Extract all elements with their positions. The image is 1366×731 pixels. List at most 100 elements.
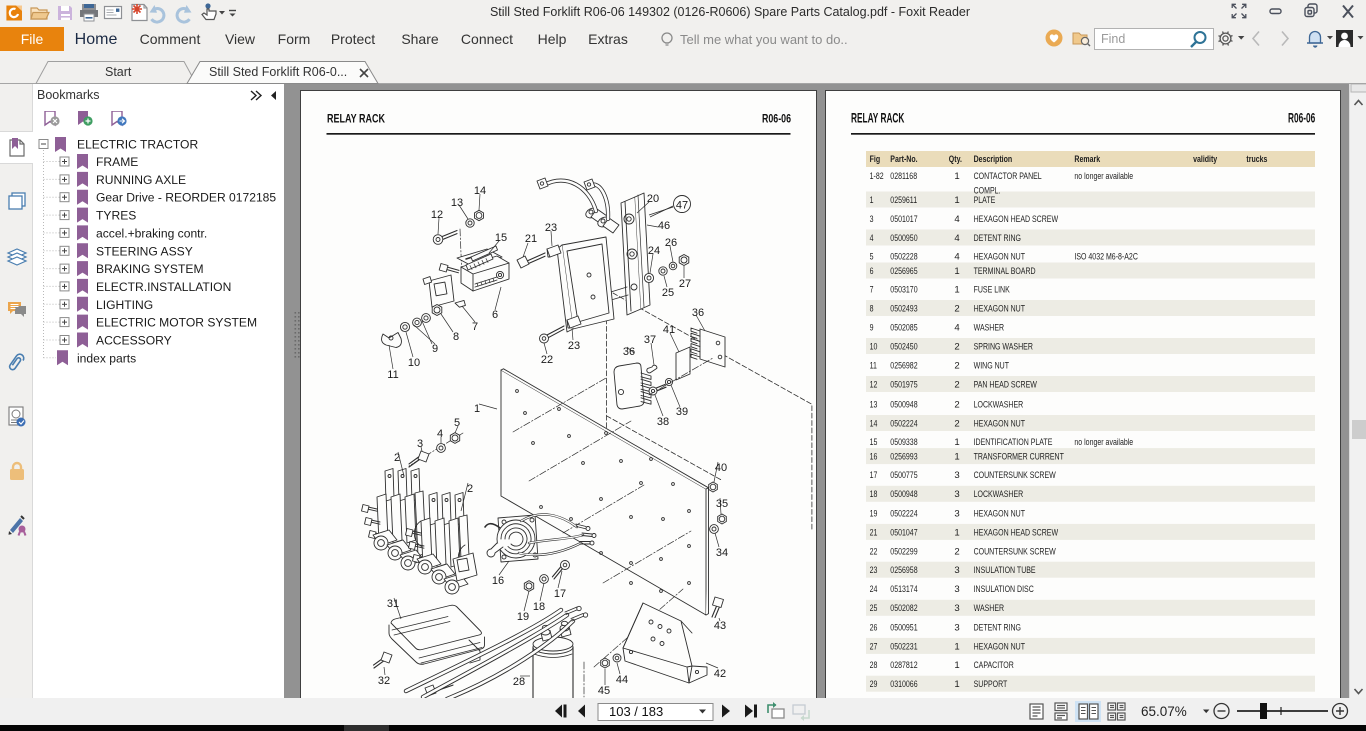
- svg-text:2: 2: [954, 360, 959, 371]
- svg-text:31: 31: [387, 598, 399, 610]
- svg-text:13: 13: [870, 399, 878, 410]
- svg-text:4: 4: [954, 251, 960, 262]
- svg-text:24: 24: [648, 245, 660, 257]
- svg-text:3: 3: [870, 214, 874, 225]
- svg-text:3: 3: [954, 508, 959, 519]
- svg-text:0500948: 0500948: [890, 399, 917, 410]
- svg-text:HEXAGON HEAD SCREW: HEXAGON HEAD SCREW: [974, 214, 1059, 225]
- svg-text:SPRING WASHER: SPRING WASHER: [974, 341, 1033, 352]
- svg-text:15: 15: [495, 232, 507, 244]
- svg-text:22: 22: [870, 546, 878, 557]
- svg-text:24: 24: [870, 584, 878, 595]
- svg-text:LOCKWASHER: LOCKWASHER: [974, 399, 1024, 410]
- svg-text:37: 37: [644, 334, 656, 346]
- svg-text:6: 6: [492, 309, 498, 321]
- svg-text:COUNTERSUNK SCREW: COUNTERSUNK SCREW: [974, 546, 1057, 557]
- svg-text:4: 4: [437, 428, 443, 440]
- svg-text:FRAME: FRAME: [96, 155, 138, 169]
- svg-text:8: 8: [870, 303, 874, 314]
- svg-text:2: 2: [954, 418, 959, 429]
- svg-text:0502082: 0502082: [890, 603, 917, 614]
- svg-text:15: 15: [870, 437, 878, 448]
- svg-text:20: 20: [647, 193, 659, 205]
- svg-text:23: 23: [545, 222, 557, 234]
- svg-text:0256993: 0256993: [890, 452, 917, 463]
- svg-text:PLATE: PLATE: [974, 195, 996, 206]
- svg-text:Description: Description: [974, 154, 1013, 165]
- svg-text:2: 2: [954, 303, 959, 314]
- svg-text:2: 2: [954, 379, 959, 390]
- svg-text:ELECTRIC TRACTOR: ELECTRIC TRACTOR: [77, 138, 198, 152]
- svg-text:CAPACITOR: CAPACITOR: [974, 660, 1014, 671]
- svg-text:10: 10: [870, 341, 878, 352]
- svg-text:HEXAGON NUT: HEXAGON NUT: [974, 641, 1025, 652]
- svg-text:0500775: 0500775: [890, 470, 917, 481]
- svg-text:IDENTIFICATION PLATE: IDENTIFICATION PLATE: [974, 437, 1053, 448]
- svg-text:0502085: 0502085: [890, 322, 917, 333]
- svg-text:3: 3: [954, 565, 959, 576]
- svg-text:43: 43: [714, 620, 726, 632]
- svg-text:R06-06: R06-06: [1288, 110, 1315, 126]
- svg-text:13: 13: [451, 197, 463, 209]
- svg-text:FUSE LINK: FUSE LINK: [974, 284, 1011, 295]
- svg-text:INSULATION TUBE: INSULATION TUBE: [974, 565, 1036, 576]
- svg-text:1: 1: [474, 403, 480, 415]
- svg-text:7: 7: [870, 284, 874, 295]
- svg-text:25: 25: [870, 603, 878, 614]
- svg-text:0256982: 0256982: [890, 360, 917, 371]
- svg-text:1: 1: [954, 452, 959, 463]
- svg-text:1-82: 1-82: [870, 171, 884, 182]
- svg-text:12: 12: [431, 209, 443, 221]
- svg-text:23: 23: [870, 565, 878, 576]
- svg-text:2: 2: [954, 341, 959, 352]
- svg-text:28: 28: [513, 676, 525, 688]
- svg-text:HEXAGON NUT: HEXAGON NUT: [974, 508, 1025, 519]
- svg-text:21: 21: [870, 527, 878, 538]
- svg-text:Fig: Fig: [870, 154, 881, 165]
- svg-text:27: 27: [679, 278, 691, 290]
- svg-text:22: 22: [541, 354, 553, 366]
- svg-text:0500950: 0500950: [890, 233, 917, 244]
- svg-text:Still Sted Forklift R06-0...: Still Sted Forklift R06-0...: [209, 65, 347, 79]
- svg-text:0509338: 0509338: [890, 437, 917, 448]
- svg-text:ACCESSORY: ACCESSORY: [96, 334, 172, 348]
- svg-text:28: 28: [870, 660, 878, 671]
- svg-text:41: 41: [663, 324, 675, 336]
- svg-text:HEXAGON NUT: HEXAGON NUT: [974, 251, 1025, 262]
- svg-text:1: 1: [954, 679, 959, 690]
- svg-text:0287812: 0287812: [890, 660, 917, 671]
- svg-text:PAN HEAD SCREW: PAN HEAD SCREW: [974, 379, 1038, 390]
- svg-text:11: 11: [387, 369, 398, 381]
- svg-text:4: 4: [954, 322, 960, 333]
- svg-text:HEXAGON NUT: HEXAGON NUT: [974, 418, 1025, 429]
- svg-text:Gear Drive - REORDER 0172185: Gear Drive - REORDER 0172185: [96, 191, 276, 205]
- svg-text:1: 1: [954, 171, 959, 182]
- svg-text:0259611: 0259611: [890, 195, 917, 206]
- svg-text:no longer available: no longer available: [1074, 171, 1133, 182]
- svg-text:HEXAGON HEAD SCREW: HEXAGON HEAD SCREW: [974, 527, 1059, 538]
- svg-text:7: 7: [472, 321, 478, 333]
- svg-text:2: 2: [954, 399, 959, 410]
- svg-text:4: 4: [870, 233, 874, 244]
- svg-text:6: 6: [870, 266, 874, 277]
- svg-text:WASHER: WASHER: [974, 322, 1005, 333]
- svg-text:9: 9: [870, 322, 874, 333]
- svg-text:0500951: 0500951: [890, 622, 917, 633]
- svg-text:32: 32: [378, 675, 390, 687]
- svg-text:9: 9: [432, 343, 438, 355]
- svg-text:index parts: index parts: [77, 351, 136, 365]
- svg-text:2: 2: [467, 483, 473, 495]
- svg-text:34: 34: [716, 547, 728, 559]
- svg-text:0502450: 0502450: [890, 341, 917, 352]
- svg-text:Find: Find: [1101, 32, 1125, 46]
- svg-text:4: 4: [954, 214, 960, 225]
- svg-text:65.07%: 65.07%: [1141, 704, 1187, 719]
- svg-text:0503170: 0503170: [890, 284, 917, 295]
- svg-text:no longer available: no longer available: [1074, 437, 1133, 448]
- svg-text:LIGHTING: LIGHTING: [96, 298, 153, 312]
- svg-text:35: 35: [716, 498, 728, 510]
- svg-text:2: 2: [954, 546, 959, 557]
- svg-text:29: 29: [870, 679, 878, 690]
- svg-text:DETENT RING: DETENT RING: [974, 622, 1021, 633]
- svg-text:3: 3: [954, 603, 959, 614]
